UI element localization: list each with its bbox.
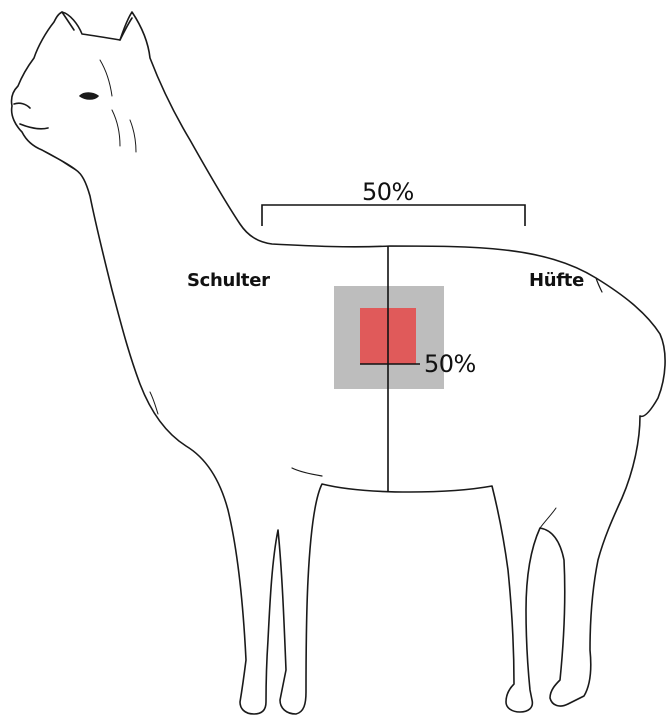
alpaca-chest-detail [150, 392, 158, 414]
alpaca-fur-stroke [100, 60, 112, 96]
width-measurement-bracket [262, 205, 525, 226]
alpaca-cheek [42, 150, 76, 170]
alpaca-ear-detail [120, 18, 132, 40]
hip-label: Hüfte [529, 272, 584, 290]
alpaca-nose [14, 103, 30, 108]
alpaca-rear-leg-detail [540, 508, 556, 528]
width-percent-label: 50% [362, 180, 414, 204]
alpaca-belly-detail [292, 468, 322, 476]
alpaca-mouth [20, 124, 48, 129]
alpaca-fur-stroke [130, 120, 136, 152]
alpaca-fur-stroke [112, 110, 120, 146]
shoulder-label: Schulter [187, 272, 270, 290]
height-percent-label: 50% [424, 352, 476, 376]
alpaca-eye-icon [80, 93, 98, 99]
